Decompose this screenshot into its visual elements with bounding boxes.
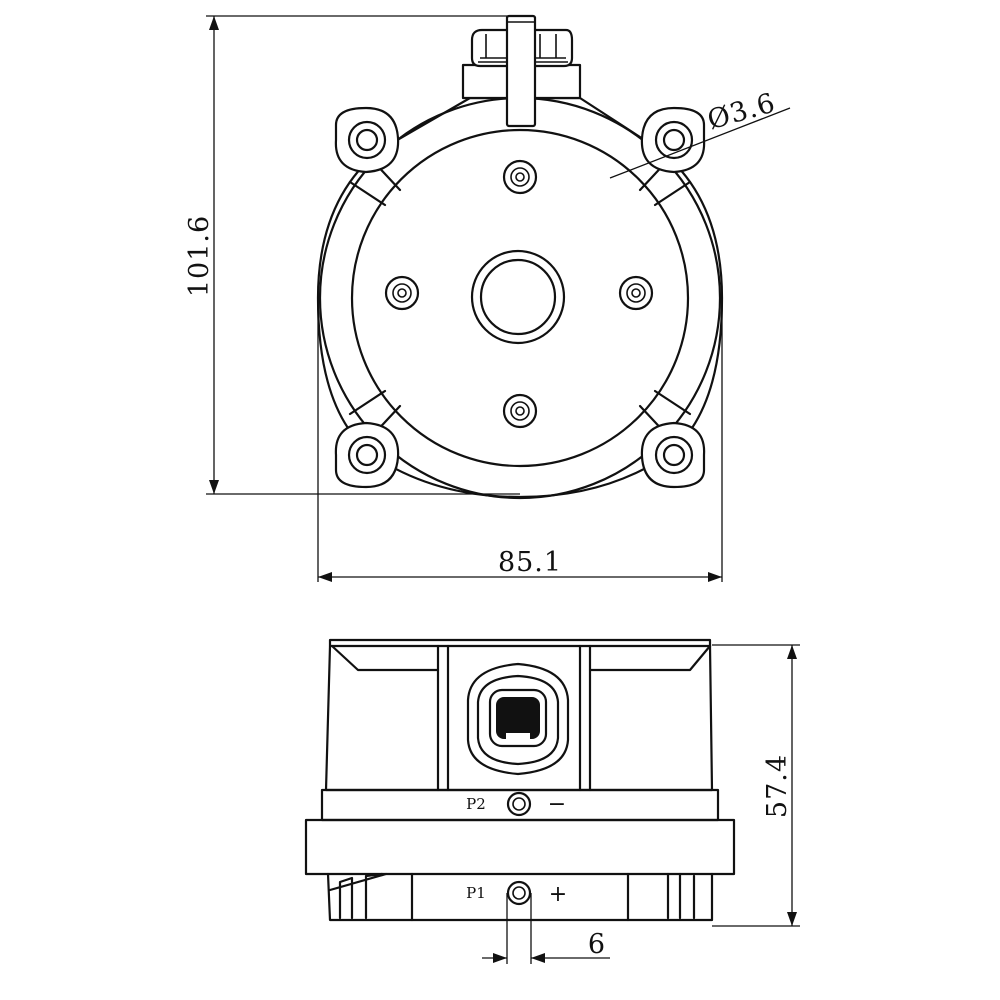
corner-hole-bottom-right (640, 421, 706, 489)
p1-sign: + (549, 882, 567, 907)
dimension-width-top: 85.1 (498, 547, 562, 578)
face-screws (384, 159, 654, 429)
p2-sign: − (548, 792, 566, 817)
side-view (304, 638, 736, 922)
side-connector (466, 662, 570, 776)
center-boss-outer (470, 249, 566, 345)
mounting-ears (348, 158, 692, 438)
p2-label: P2 (466, 795, 486, 813)
top-view (316, 14, 724, 500)
corner-hole-top-right (640, 106, 706, 174)
p1-port (506, 880, 532, 906)
side-base (326, 872, 714, 922)
center-boss-inner (479, 258, 557, 336)
top-view-dimensions (206, 15, 791, 582)
dimension-port-spacing: 6 (588, 929, 606, 960)
dimension-height-top: 101.6 (184, 215, 215, 297)
top-connector (461, 14, 582, 128)
p1-label: P1 (466, 884, 486, 902)
main-flange (304, 818, 736, 876)
corner-hole-bottom-left (334, 421, 400, 489)
side-view-dimensions (482, 644, 800, 964)
top-view-inner-face (350, 128, 690, 468)
dimension-height-side: 57.4 (762, 754, 793, 818)
corner-hole-top-left (334, 106, 400, 174)
dimension-hole-diameter: Ø3.6 (704, 87, 779, 136)
p2-port (506, 791, 532, 817)
